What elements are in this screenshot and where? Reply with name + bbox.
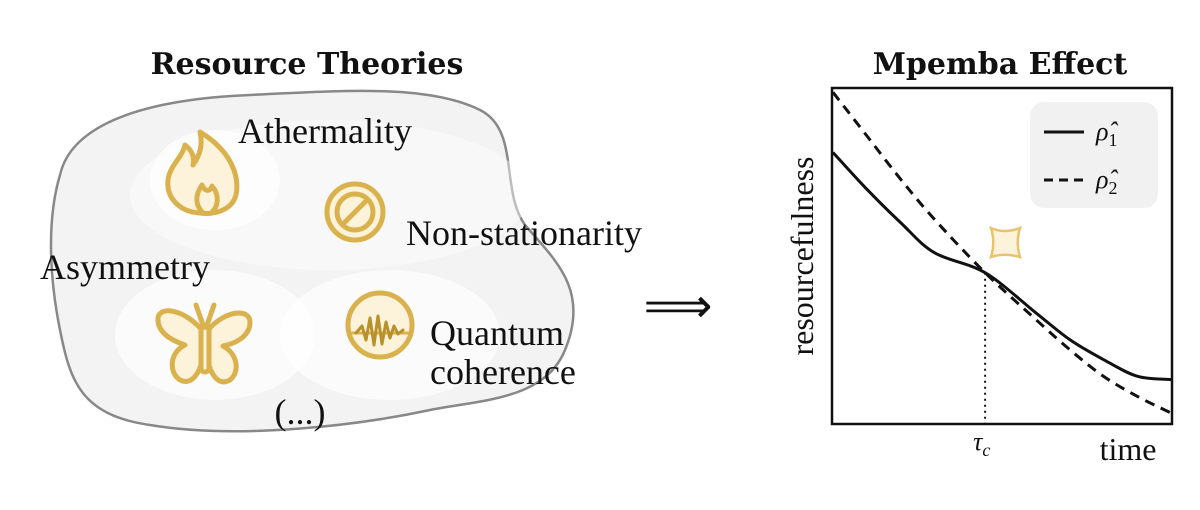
wave-circle-icon [345, 290, 415, 360]
asymmetry-label: Asymmetry [40, 247, 210, 287]
coherence-label: coherence [430, 352, 576, 392]
athermality-label: Athermality [238, 111, 412, 151]
crossing-time-label: τc [973, 427, 990, 460]
chart-title: Mpemba Effect [873, 47, 1128, 82]
flame-icon [165, 129, 240, 216]
legend: ρ̂1 ρ̂2 [1030, 102, 1158, 208]
sparkle-marker-icon [989, 225, 1022, 259]
x-axis-label: time [1100, 431, 1157, 467]
butterfly-icon [155, 302, 253, 385]
series-line-1 [831, 151, 1172, 382]
quantum-label: Quantum [430, 313, 564, 353]
left-panel-title: Resource Theories [151, 47, 464, 82]
prohibited-icon [324, 181, 386, 243]
implies-arrow: ⟹ [644, 278, 713, 334]
series-line-2 [831, 91, 1172, 415]
non-stationarity-label: Non-stationarity [406, 213, 642, 253]
ellipsis-label: (...) [275, 392, 326, 432]
y-axis-label: resourcefulness [784, 156, 820, 355]
mpemba-plot: ρ̂1 ρ̂2 resourcefulness time τc [784, 86, 1174, 467]
